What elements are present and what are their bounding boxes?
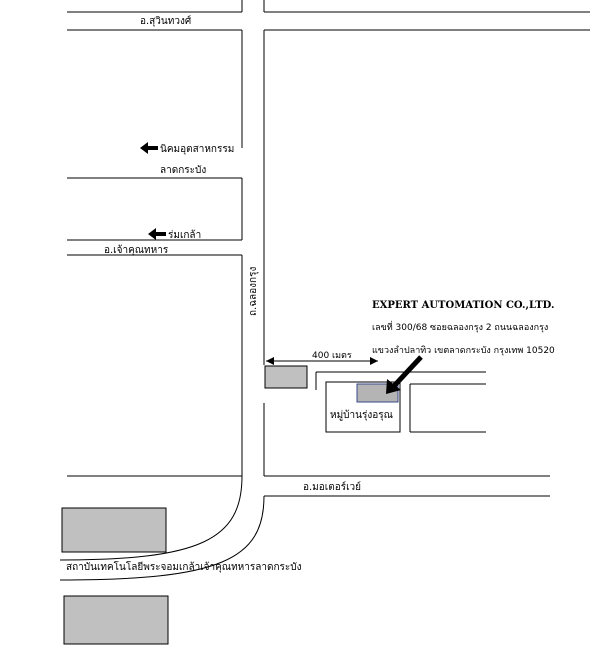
road-label-top: อ.สุวินทวงศ์ [140,15,192,27]
direction-label-industrial-estate: นิคมอุตสาหกรรม [160,144,234,155]
arrow-left-icon [148,228,166,240]
road-label-chao-khun: อ.เจ้าคุณทหาร [104,244,169,256]
village-label: หมู่บ้านรุ่งอรุณ [330,409,393,421]
company-address-line2: แขวงลำปลาทิว เขตลาดกระบัง กรุงเทพ 10520 [372,345,555,356]
road-label-lat-krabang: ลาดกระบัง [160,165,206,176]
arrow-left-icon [140,142,158,154]
institute-label: สถาบันเทคโนโลยีพระจอมเกล้าเจ้าคุณทหารลาด… [66,560,302,573]
distance-label: 400 เมตร [312,351,352,361]
company-name: EXPERT AUTOMATION CO.,LTD. [372,300,554,311]
pointer-arrowhead-icon [386,379,401,394]
institute-building-1 [61,507,167,553]
distance-arrowheads [266,357,378,365]
road-label-motorway: อ.มอเตอร์เวย์ [303,481,361,493]
road-lines [59,0,590,581]
pointer-arrow-icon [392,355,423,388]
road-label-chalong-krung: ถ.ฉลองกรุง [248,267,259,316]
company-address-line1: เลขที่ 300/68 ซอยฉลองกรุง 2 ถนนฉลองกรุง [372,320,548,333]
building-near-road [264,365,308,389]
institute-building-2 [63,595,169,645]
direction-label-rom-klao: ร่มเกล้า [168,229,201,241]
